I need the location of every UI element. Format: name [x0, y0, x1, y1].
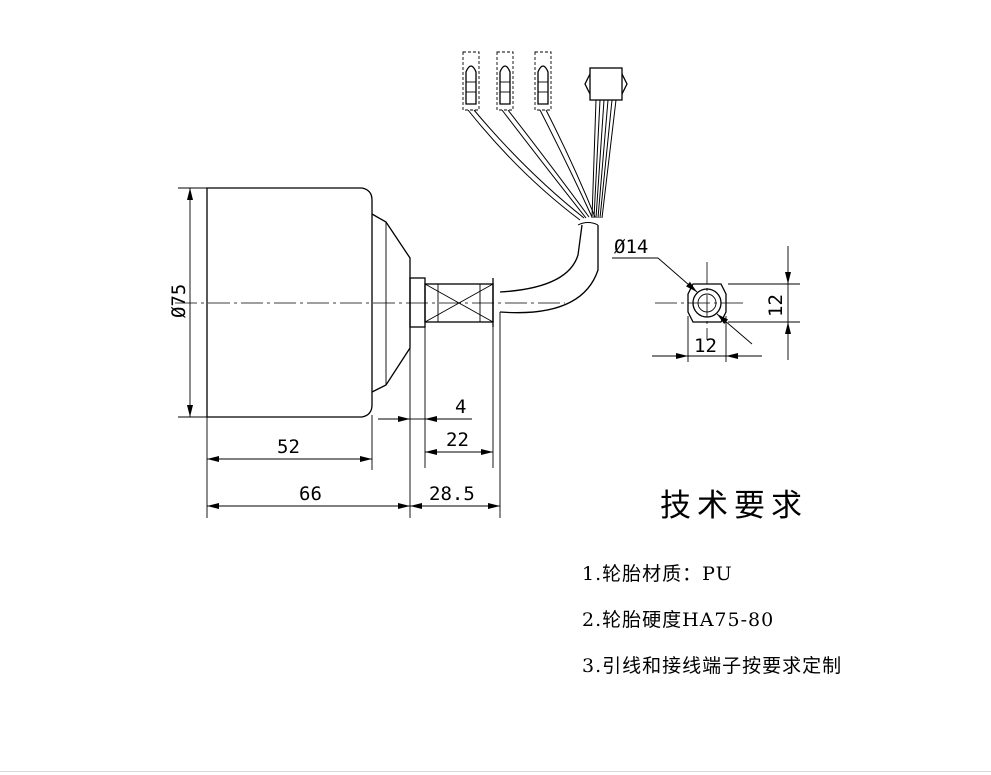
requirement-item-1: 1.轮胎材质：PU — [582, 563, 733, 585]
bottom-divider — [0, 771, 991, 772]
terminal-1 — [462, 51, 480, 111]
dim-body-length: 52 — [277, 436, 300, 458]
dim-shaft-length: 28.5 — [429, 483, 475, 505]
requirement-item-3: 3.引线和接线端子按要求定制 — [582, 655, 843, 677]
motor-body — [175, 187, 565, 418]
dim-shaft-width: 12 — [694, 335, 717, 357]
cable-harness — [462, 51, 628, 314]
shaft-end-view — [612, 246, 800, 362]
connector-plug — [584, 67, 628, 101]
terminal-3 — [534, 51, 552, 111]
dim-body-diameter: Ø75 — [168, 284, 190, 318]
dim-overall-length: 66 — [299, 483, 322, 505]
dim-flange-thickness: 4 — [455, 396, 466, 418]
dimension-lines — [178, 187, 800, 518]
dim-shaft-flat-length: 22 — [446, 429, 469, 451]
dim-shaft-diameter: Ø14 — [614, 236, 648, 258]
requirement-item-2: 2.轮胎硬度HA75-80 — [582, 609, 775, 631]
technical-requirements: 技术要求 1.轮胎材质：PU 2.轮胎硬度HA75-80 3.引线和接线端子按要… — [582, 480, 842, 689]
terminal-2 — [496, 51, 514, 111]
tech-requirements-title: 技术要求 — [660, 488, 808, 524]
dimension-labels: Ø75 52 66 28.5 4 22 Ø14 12 12 — [168, 236, 787, 505]
dim-shaft-height: 12 — [765, 294, 787, 317]
